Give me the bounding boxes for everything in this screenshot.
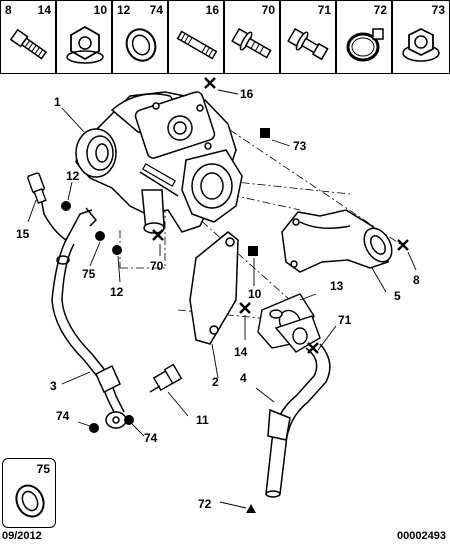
footer-date: 09/2012 — [2, 530, 42, 542]
flange-bolt-icon — [287, 27, 329, 61]
flange-nut-icon — [402, 27, 440, 62]
callout-15: 15 — [16, 227, 30, 241]
part-cell-73[interactable]: 73 — [392, 0, 450, 74]
seal-dot-12b — [112, 245, 122, 255]
callout-72: 72 — [198, 497, 212, 511]
part-number: 72 — [373, 3, 387, 17]
part-number: 71 — [317, 3, 331, 17]
seal-markers — [61, 201, 134, 433]
callout-14: 14 — [234, 345, 248, 359]
part-number: 12 — [117, 3, 131, 17]
square-marker-10 — [248, 246, 258, 256]
banjo-bolt[interactable] — [27, 172, 47, 204]
cross-marker-14 — [239, 302, 251, 314]
callout-74: 74 — [56, 409, 70, 423]
callout-labels: 1 16 73 12 15 75 70 12 8 13 10 5 14 71 2… — [16, 87, 420, 511]
callout-70: 70 — [150, 259, 164, 273]
stud[interactable] — [141, 163, 177, 187]
hex-nut-icon — [66, 25, 104, 64]
exploded-diagram: 1 16 73 12 15 75 70 12 8 13 10 5 14 71 2… — [16, 77, 420, 513]
callout-3: 3 — [50, 379, 57, 393]
oil-feed-pipe[interactable] — [39, 191, 127, 429]
callout-75: 75 — [82, 267, 96, 281]
triangle-marker-72 — [246, 504, 256, 513]
callout-10: 10 — [248, 287, 262, 301]
cross-marker-71 — [307, 342, 319, 354]
cross-marker-8 — [397, 239, 409, 251]
legend-number: 75 — [36, 462, 50, 476]
part-cell-72[interactable]: 72 — [336, 0, 392, 74]
footer-reference: 00002493 — [397, 530, 446, 542]
callout-16: 16 — [240, 87, 254, 101]
part-cell-8-14[interactable]: 8 14 — [0, 0, 56, 74]
callout-8: 8 — [413, 273, 420, 287]
ring-seal-icon — [125, 28, 157, 62]
outlet-elbow[interactable] — [281, 209, 397, 273]
gasket[interactable] — [257, 293, 321, 353]
callout-11: 11 — [196, 413, 209, 427]
part-number: 74 — [149, 3, 163, 17]
part-number: 73 — [431, 3, 445, 17]
part-cell-16[interactable]: 16 — [168, 0, 224, 74]
bracket-plate[interactable] — [189, 231, 239, 345]
ring-seal-icon — [15, 484, 45, 518]
seal-dot-74b — [124, 415, 134, 425]
oil-return-pipe[interactable] — [265, 343, 331, 498]
callout-2: 2 — [212, 375, 219, 389]
part-number: 70 — [261, 3, 275, 17]
stud-icon — [176, 30, 218, 60]
seal-dot-12 — [61, 201, 71, 211]
part-cell-71[interactable]: 71 — [280, 0, 336, 74]
part-cell-12-74[interactable]: 12 74 — [112, 0, 168, 74]
callout-5: 5 — [394, 289, 401, 303]
callout-1: 1 — [54, 95, 61, 109]
legend-box-75[interactable]: 75 — [2, 458, 56, 528]
part-cell-10[interactable]: 10 — [56, 0, 112, 74]
bolt-icon — [9, 28, 48, 60]
parts-strip: 8 14 10 12 74 16 — [0, 0, 450, 76]
cross-marker-16 — [204, 77, 216, 89]
flange-bolt-icon — [231, 27, 272, 59]
pipe-fitting[interactable] — [149, 363, 183, 393]
part-number: 14 — [37, 3, 51, 17]
square-marker-73 — [260, 128, 270, 138]
hose-clamp-icon — [346, 28, 384, 62]
callout-12: 12 — [66, 169, 80, 183]
leader-lines — [27, 89, 417, 509]
turbocharger[interactable] — [75, 90, 243, 234]
part-number: 16 — [205, 3, 219, 17]
cross-marker-70 — [152, 229, 164, 241]
callout-74b: 74 — [144, 431, 158, 445]
part-cell-70[interactable]: 70 — [224, 0, 280, 74]
nut-markers — [248, 128, 270, 256]
cross-markers — [152, 77, 409, 354]
seal-dot-74a — [89, 423, 99, 433]
callout-12b: 12 — [110, 285, 124, 299]
part-number: 10 — [93, 3, 107, 17]
seal-dot-75 — [95, 231, 105, 241]
callout-73: 73 — [293, 139, 307, 153]
callout-13: 13 — [330, 279, 344, 293]
callout-4: 4 — [240, 371, 247, 385]
callout-71: 71 — [338, 313, 352, 327]
part-number: 8 — [5, 3, 12, 17]
